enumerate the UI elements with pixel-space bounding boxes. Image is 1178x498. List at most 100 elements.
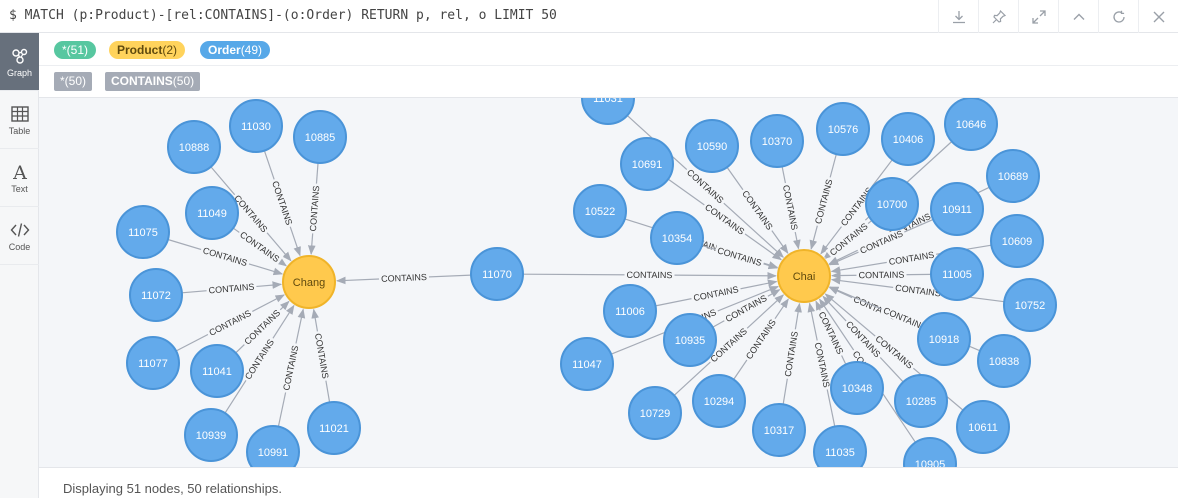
relationship-types-row: *(50) CONTAINS(50) [39, 66, 1178, 98]
order-node[interactable] [990, 214, 1044, 268]
order-node[interactable] [1003, 278, 1057, 332]
order-node[interactable] [752, 403, 806, 457]
node-label: 10918 [929, 334, 960, 346]
text-icon: A [12, 162, 27, 182]
order-node[interactable] [813, 425, 867, 467]
order-node[interactable] [573, 184, 627, 238]
order-node[interactable] [750, 114, 804, 168]
node-label: 11041 [202, 366, 232, 378]
order-node[interactable] [816, 102, 870, 156]
order-node[interactable] [293, 110, 347, 164]
order-node[interactable] [307, 401, 361, 455]
order-node[interactable] [977, 334, 1031, 388]
edge-label-background [879, 303, 931, 334]
order-node[interactable] [930, 182, 984, 236]
edge-label-background [738, 186, 777, 234]
node-label: 10729 [640, 408, 671, 420]
order-node[interactable] [603, 284, 657, 338]
order-node[interactable] [894, 374, 948, 428]
node-label: 10991 [258, 447, 289, 459]
order-node[interactable] [986, 149, 1040, 203]
order-node[interactable] [470, 247, 524, 301]
node-label: 10522 [585, 206, 616, 218]
order-node[interactable] [650, 211, 704, 265]
rel-tag-contains[interactable]: CONTAINS(50) [105, 72, 201, 91]
graph-visualization[interactable]: CONTAINS CONTAINS CONTAINS CONTAINS CONTAINS… [39, 98, 1178, 467]
order-node[interactable] [190, 344, 244, 398]
order-node[interactable] [685, 119, 739, 173]
node-label: 10354 [662, 233, 693, 245]
collapse-button[interactable] [1058, 0, 1098, 33]
edge-label-background [721, 291, 771, 326]
status-bar: Displaying 51 nodes, 50 relationships. [39, 467, 1178, 498]
product-node[interactable] [777, 249, 831, 303]
edge-label: CONTAINS [202, 245, 249, 268]
label-pill-order[interactable]: Order(49) [200, 41, 271, 59]
order-node[interactable] [167, 120, 221, 174]
edge-label-background [706, 323, 751, 366]
edge-label: CONTAINS [308, 185, 321, 231]
order-node[interactable] [581, 98, 635, 125]
node-label: 10294 [704, 396, 735, 408]
order-node[interactable] [560, 337, 614, 391]
order-node[interactable] [184, 408, 238, 462]
rerun-button[interactable] [1098, 0, 1138, 33]
order-node[interactable] [944, 98, 998, 151]
node-label: 10590 [697, 141, 728, 153]
label-name: * [62, 43, 67, 57]
sidebar-item-table[interactable]: Table [0, 91, 39, 149]
order-node[interactable] [126, 336, 180, 390]
download-button[interactable] [938, 0, 978, 33]
sidebar-item-text[interactable]: A Text [0, 149, 39, 207]
edge-label-background [741, 315, 780, 363]
node-label: 10752 [1015, 300, 1046, 312]
label-name: Order [208, 43, 241, 57]
edge-label-background [230, 190, 272, 237]
order-node[interactable] [663, 313, 717, 367]
order-node[interactable] [830, 361, 884, 415]
rel-name: CONTAINS [111, 74, 173, 88]
node-label: 10285 [906, 396, 937, 408]
graph-canvas[interactable]: CONTAINS CONTAINS CONTAINS CONTAINS CONTAINS… [39, 98, 1178, 467]
fullscreen-button[interactable] [1018, 0, 1058, 33]
order-node[interactable] [881, 112, 935, 166]
order-node[interactable] [229, 99, 283, 153]
order-node[interactable] [129, 268, 183, 322]
order-node[interactable] [917, 312, 971, 366]
order-node[interactable] [903, 437, 957, 467]
product-node[interactable] [282, 255, 336, 309]
node-label: 10370 [762, 136, 793, 148]
close-icon [1153, 11, 1164, 22]
edge-label-background [811, 175, 836, 227]
label-pill-all[interactable]: *(51) [54, 41, 97, 59]
sidebar-item-code[interactable]: Code [0, 207, 39, 265]
node-label: 10609 [1002, 236, 1033, 248]
order-node[interactable] [930, 247, 984, 301]
edge-label-background [892, 281, 944, 299]
order-node[interactable] [865, 177, 919, 231]
expand-icon [1031, 9, 1046, 24]
order-node[interactable] [692, 374, 746, 428]
order-node[interactable] [116, 205, 170, 259]
node-label: Chang [293, 277, 325, 289]
order-node[interactable] [620, 137, 674, 191]
node-label: 11035 [825, 447, 855, 459]
order-node[interactable] [185, 186, 239, 240]
close-button[interactable] [1138, 0, 1178, 33]
node-label: 10939 [196, 430, 227, 442]
label-pill-product[interactable]: Product(2) [109, 41, 186, 59]
edge-label: CONTAINS [703, 202, 746, 237]
order-node[interactable] [246, 425, 300, 467]
order-node[interactable] [628, 386, 682, 440]
query-text[interactable]: $ MATCH (p:Product)-[rel:CONTAINS]-(o:Or… [9, 8, 557, 23]
node-label: 10935 [675, 335, 706, 347]
edge-label: CONTAINS [888, 250, 935, 267]
edge-label-background [279, 342, 301, 394]
node-label: 10885 [305, 132, 336, 144]
rel-tag-all[interactable]: *(50) [54, 72, 93, 91]
sidebar-item-graph[interactable]: Graph [0, 33, 39, 91]
pin-button[interactable] [978, 0, 1018, 33]
edge-label: CONTAINS [744, 318, 778, 362]
order-node[interactable] [956, 400, 1010, 454]
edge-label-background [683, 165, 728, 207]
